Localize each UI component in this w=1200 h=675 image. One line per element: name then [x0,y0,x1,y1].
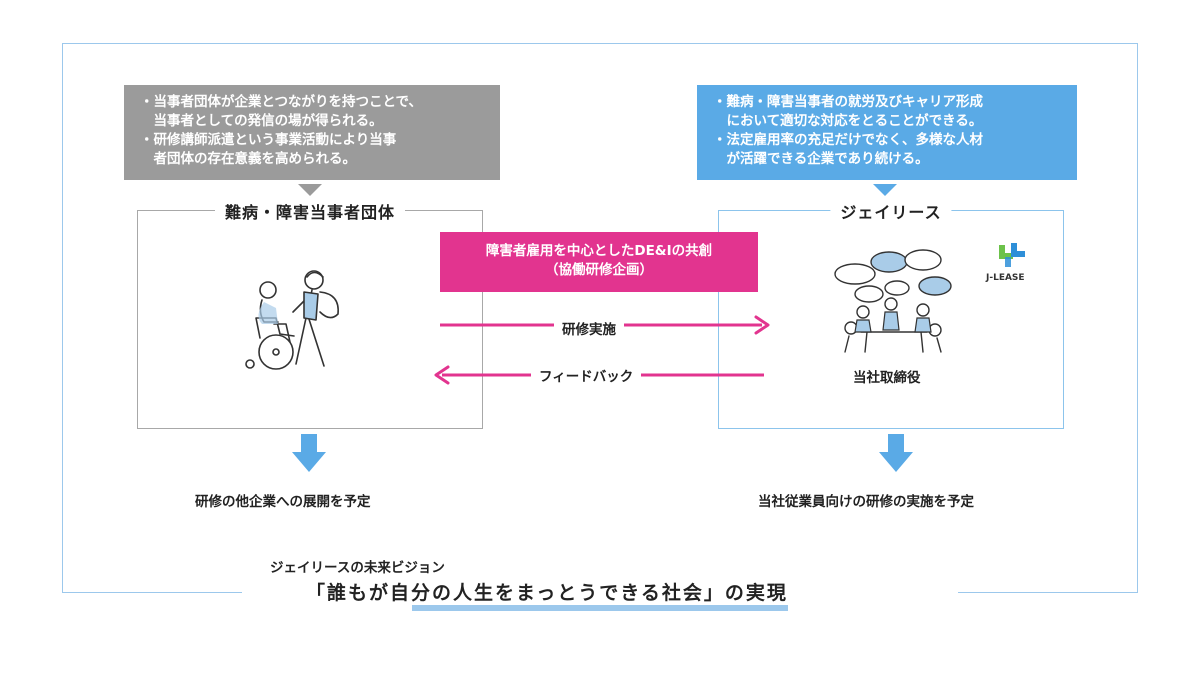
left-callout-line: 者団体の存在意義を高められる。 [140,151,356,167]
frame-bottom-right [958,592,1138,593]
patient-group-title: 難病・障害当事者団体 [214,199,406,223]
left-outcome-caption: 研修の他企業への展開を予定 [195,494,371,510]
vision-subtitle: ジェイリースの未来ビジョン [270,560,445,576]
left-callout-line: ・研修講師派遣という事業活動により当事 [140,132,397,148]
right-callout-line: において適切な対応をとることができる。 [713,113,983,129]
right-callout-pointer [873,184,897,196]
wheelchair-helper-icon [245,270,339,370]
right-callout-line: ・難病・障害当事者の就労及びキャリア形成 [713,94,983,110]
down-arrow-icon [292,434,326,472]
j-lease-logo-text: J-LEASE [986,273,1025,283]
jlease-box: ジェイリース [718,199,1064,429]
co-creation-box: 障害者雇用を中心としたDE&Iの共創 （協働研修企画） [440,232,758,292]
co-creation-line2: （協働研修企画） [545,262,653,278]
co-creation-line1: 障害者雇用を中心としたDE&Iの共創 [485,243,713,259]
j-lease-logo-icon [999,243,1025,267]
vision-statement: 「誰もが自分の人生をまっとうできる社会」の実現 [306,582,788,604]
feedback-arrow-label: フィードバック [531,365,642,385]
patient-group-box: 難病・障害当事者団体 [137,199,483,429]
meeting-people-icon [834,249,952,353]
left-callout-line: ・当事者団体が企業とつながりを持つことで、 [140,94,423,110]
left-callout: ・当事者団体が企業とつながりを持つことで、 当事者としての発信の場が得られる。 … [124,85,500,180]
training-arrow-label: 研修実施 [554,318,624,338]
left-callout-pointer [298,184,322,196]
board-member-label: 当社取締役 [853,370,921,386]
right-callout-line: が活躍できる企業であり続ける。 [713,151,929,167]
right-callout: ・難病・障害当事者の就労及びキャリア形成 において適切な対応をとることができる。… [697,85,1077,180]
right-outcome-caption: 当社従業員向けの研修の実施を予定 [758,494,974,510]
right-callout-line: ・法定雇用率の充足だけでなく、多様な人材 [713,132,983,148]
down-arrow-icon [879,434,913,472]
frame-bottom-left [62,592,242,593]
vision-highlight [412,605,788,611]
left-callout-line: 当事者としての発信の場が得られる。 [140,113,383,129]
outer-frame [62,43,1138,593]
jlease-title: ジェイリース [830,199,952,223]
